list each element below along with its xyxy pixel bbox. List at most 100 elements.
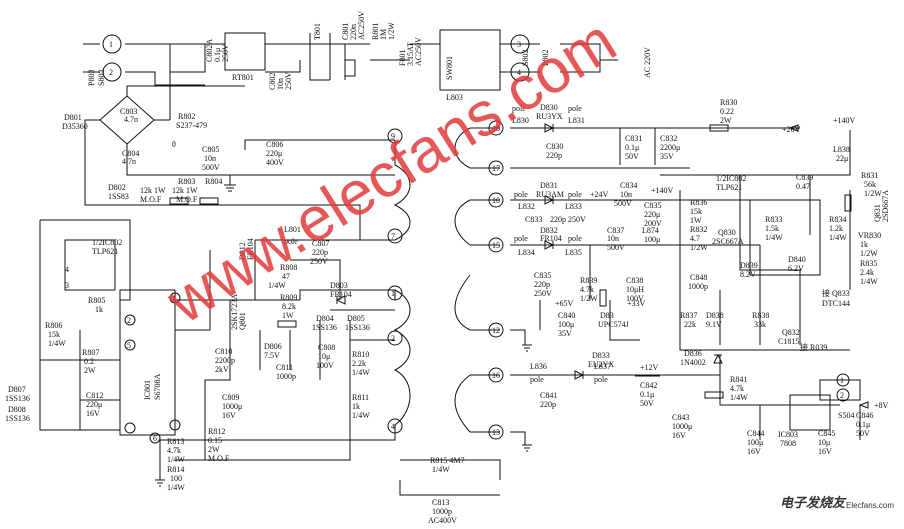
label-tlp621b: TLP621 bbox=[716, 183, 742, 192]
label-c812_v: 220μ bbox=[86, 400, 102, 409]
label-c803_v: 4.7n bbox=[124, 115, 138, 124]
label-c830_v: 220p bbox=[546, 151, 562, 160]
label-rt801: RT801 bbox=[232, 73, 254, 82]
label-c836_v: 220p bbox=[534, 280, 550, 289]
label-c836_r: 250V bbox=[534, 289, 552, 298]
label-d35360: D35360 bbox=[62, 122, 88, 131]
label-r834_v: 1.2k bbox=[829, 224, 843, 233]
label-c843: C843 bbox=[672, 413, 689, 422]
label-d804_v: 1SS136 bbox=[312, 323, 337, 332]
label-theta: θ bbox=[172, 140, 176, 149]
label-c839_v: 0.47 bbox=[796, 182, 810, 191]
label-d801: D801 bbox=[64, 113, 82, 122]
label-c842_r: 50V bbox=[640, 399, 654, 408]
pin-number: 10 bbox=[492, 196, 500, 205]
label-c840_v: 100μ bbox=[558, 320, 574, 329]
label-r809_p: 1W bbox=[282, 311, 294, 320]
label-c842: C842 bbox=[640, 381, 657, 390]
pin-circles bbox=[102, 34, 850, 444]
label-r841: R841 bbox=[730, 375, 747, 384]
label-r808_v: 47 bbox=[282, 272, 290, 281]
label-s803: S803 bbox=[97, 70, 106, 86]
label-r833: R833 bbox=[765, 215, 782, 224]
label-q801_v: 2SK1723A bbox=[230, 294, 239, 330]
label-l836: L836 bbox=[530, 362, 547, 371]
label-d831: D831 bbox=[540, 181, 558, 190]
label-c810: C810 bbox=[215, 347, 232, 356]
label-c832_v: 2200μ bbox=[660, 143, 680, 152]
label-l837: L837 bbox=[594, 362, 611, 371]
label-r812_p: 2W bbox=[208, 445, 220, 454]
label-c831_r: 50V bbox=[625, 152, 639, 161]
label-d805_v: 1SS136 bbox=[345, 323, 370, 332]
pin-number: 2 bbox=[109, 68, 113, 77]
label-c813_r: AC400V bbox=[428, 516, 457, 525]
label-c801_v: 220n bbox=[349, 24, 358, 40]
label-c831_v: 0.1μ bbox=[625, 143, 639, 152]
label-c837_v: 10n bbox=[607, 234, 619, 243]
label-v12: +12V bbox=[640, 363, 659, 372]
label-q832_v: C1815 bbox=[778, 337, 799, 346]
label-d830: D830 bbox=[540, 103, 558, 112]
label-d812: D812 bbox=[238, 242, 247, 260]
pin-number: 2 bbox=[840, 391, 844, 400]
label-r811_p: 1/4W bbox=[352, 411, 370, 420]
label-c807_v: 220p bbox=[312, 248, 328, 257]
label-r837: R837 bbox=[680, 311, 697, 320]
label-c846_r: 50V bbox=[856, 429, 870, 438]
label-r835_v: 2.4k bbox=[860, 268, 874, 277]
label-r801_p: 1/2W bbox=[387, 22, 396, 40]
pin-number: 4 bbox=[517, 68, 521, 77]
label-r811: R811 bbox=[352, 393, 369, 402]
label-c802_v: 10n bbox=[276, 78, 285, 90]
label-d839_v: 8.2V bbox=[740, 270, 756, 279]
label-pole3: pole bbox=[514, 190, 528, 199]
label-r832_p: 1/2W bbox=[690, 243, 708, 252]
label-r839: R839 bbox=[580, 276, 597, 285]
label-s802: S802 bbox=[521, 50, 530, 66]
label-c832_r: 35V bbox=[660, 152, 674, 161]
label-c801: C801 bbox=[341, 23, 350, 40]
label-d833_v: EU2YX bbox=[588, 360, 614, 369]
ground-symbols bbox=[155, 184, 532, 487]
label-r810_v: 2.2k bbox=[352, 359, 366, 368]
label-v8: +8V bbox=[874, 401, 889, 410]
label-r807_p: 2W bbox=[84, 366, 96, 375]
label-ic803: IC803 bbox=[778, 430, 798, 439]
label-c806: C806 bbox=[266, 140, 283, 149]
label-r834: R834 bbox=[829, 215, 846, 224]
label-d806: D806 bbox=[264, 342, 282, 351]
label-f801_v: 3.15AT bbox=[406, 42, 415, 66]
label-c809: C809 bbox=[222, 393, 239, 402]
brand-logo-cn: 电子发烧友 bbox=[780, 495, 847, 511]
label-c802_r: 250V bbox=[284, 72, 293, 90]
label-pole6: pole bbox=[568, 234, 582, 243]
label-r801_v: 1M bbox=[379, 29, 388, 40]
label-r813_p: 1/4W bbox=[167, 455, 185, 464]
label-v33: +33V bbox=[627, 299, 646, 308]
label-c808_r: 100V bbox=[316, 361, 334, 370]
label-r814_p: 1/4W bbox=[167, 483, 185, 492]
label-c806_v: 220μ bbox=[266, 149, 282, 158]
label-c807_r: 250V bbox=[310, 257, 328, 266]
pin-number: 1 bbox=[840, 376, 844, 385]
label-q832: Q832 bbox=[782, 328, 800, 337]
label-vr830: VR830 bbox=[858, 231, 881, 240]
label-c805_r: 500V bbox=[202, 163, 220, 172]
label-r831: R831 bbox=[861, 171, 878, 180]
label-c844_r: 16V bbox=[747, 447, 761, 456]
label-p803: P803 bbox=[87, 70, 96, 86]
label-r839_p: 1/2W bbox=[580, 294, 598, 303]
label-d806_v: 7.5V bbox=[264, 351, 280, 360]
label-d805: D805 bbox=[347, 314, 365, 323]
label-c833: C833 bbox=[525, 215, 542, 224]
label-r836_p: 1W bbox=[690, 216, 702, 225]
label-c833_v: 220p 250V bbox=[550, 215, 586, 224]
label-d832_v: FR104 bbox=[540, 234, 562, 243]
label-d812_v: FR104 bbox=[246, 238, 255, 260]
label-ic803_v: 7808 bbox=[780, 439, 796, 448]
label-c835: C835 bbox=[644, 201, 661, 210]
label-v140b: +140V bbox=[651, 186, 674, 195]
label-d830_v: RU3YX bbox=[536, 112, 563, 121]
